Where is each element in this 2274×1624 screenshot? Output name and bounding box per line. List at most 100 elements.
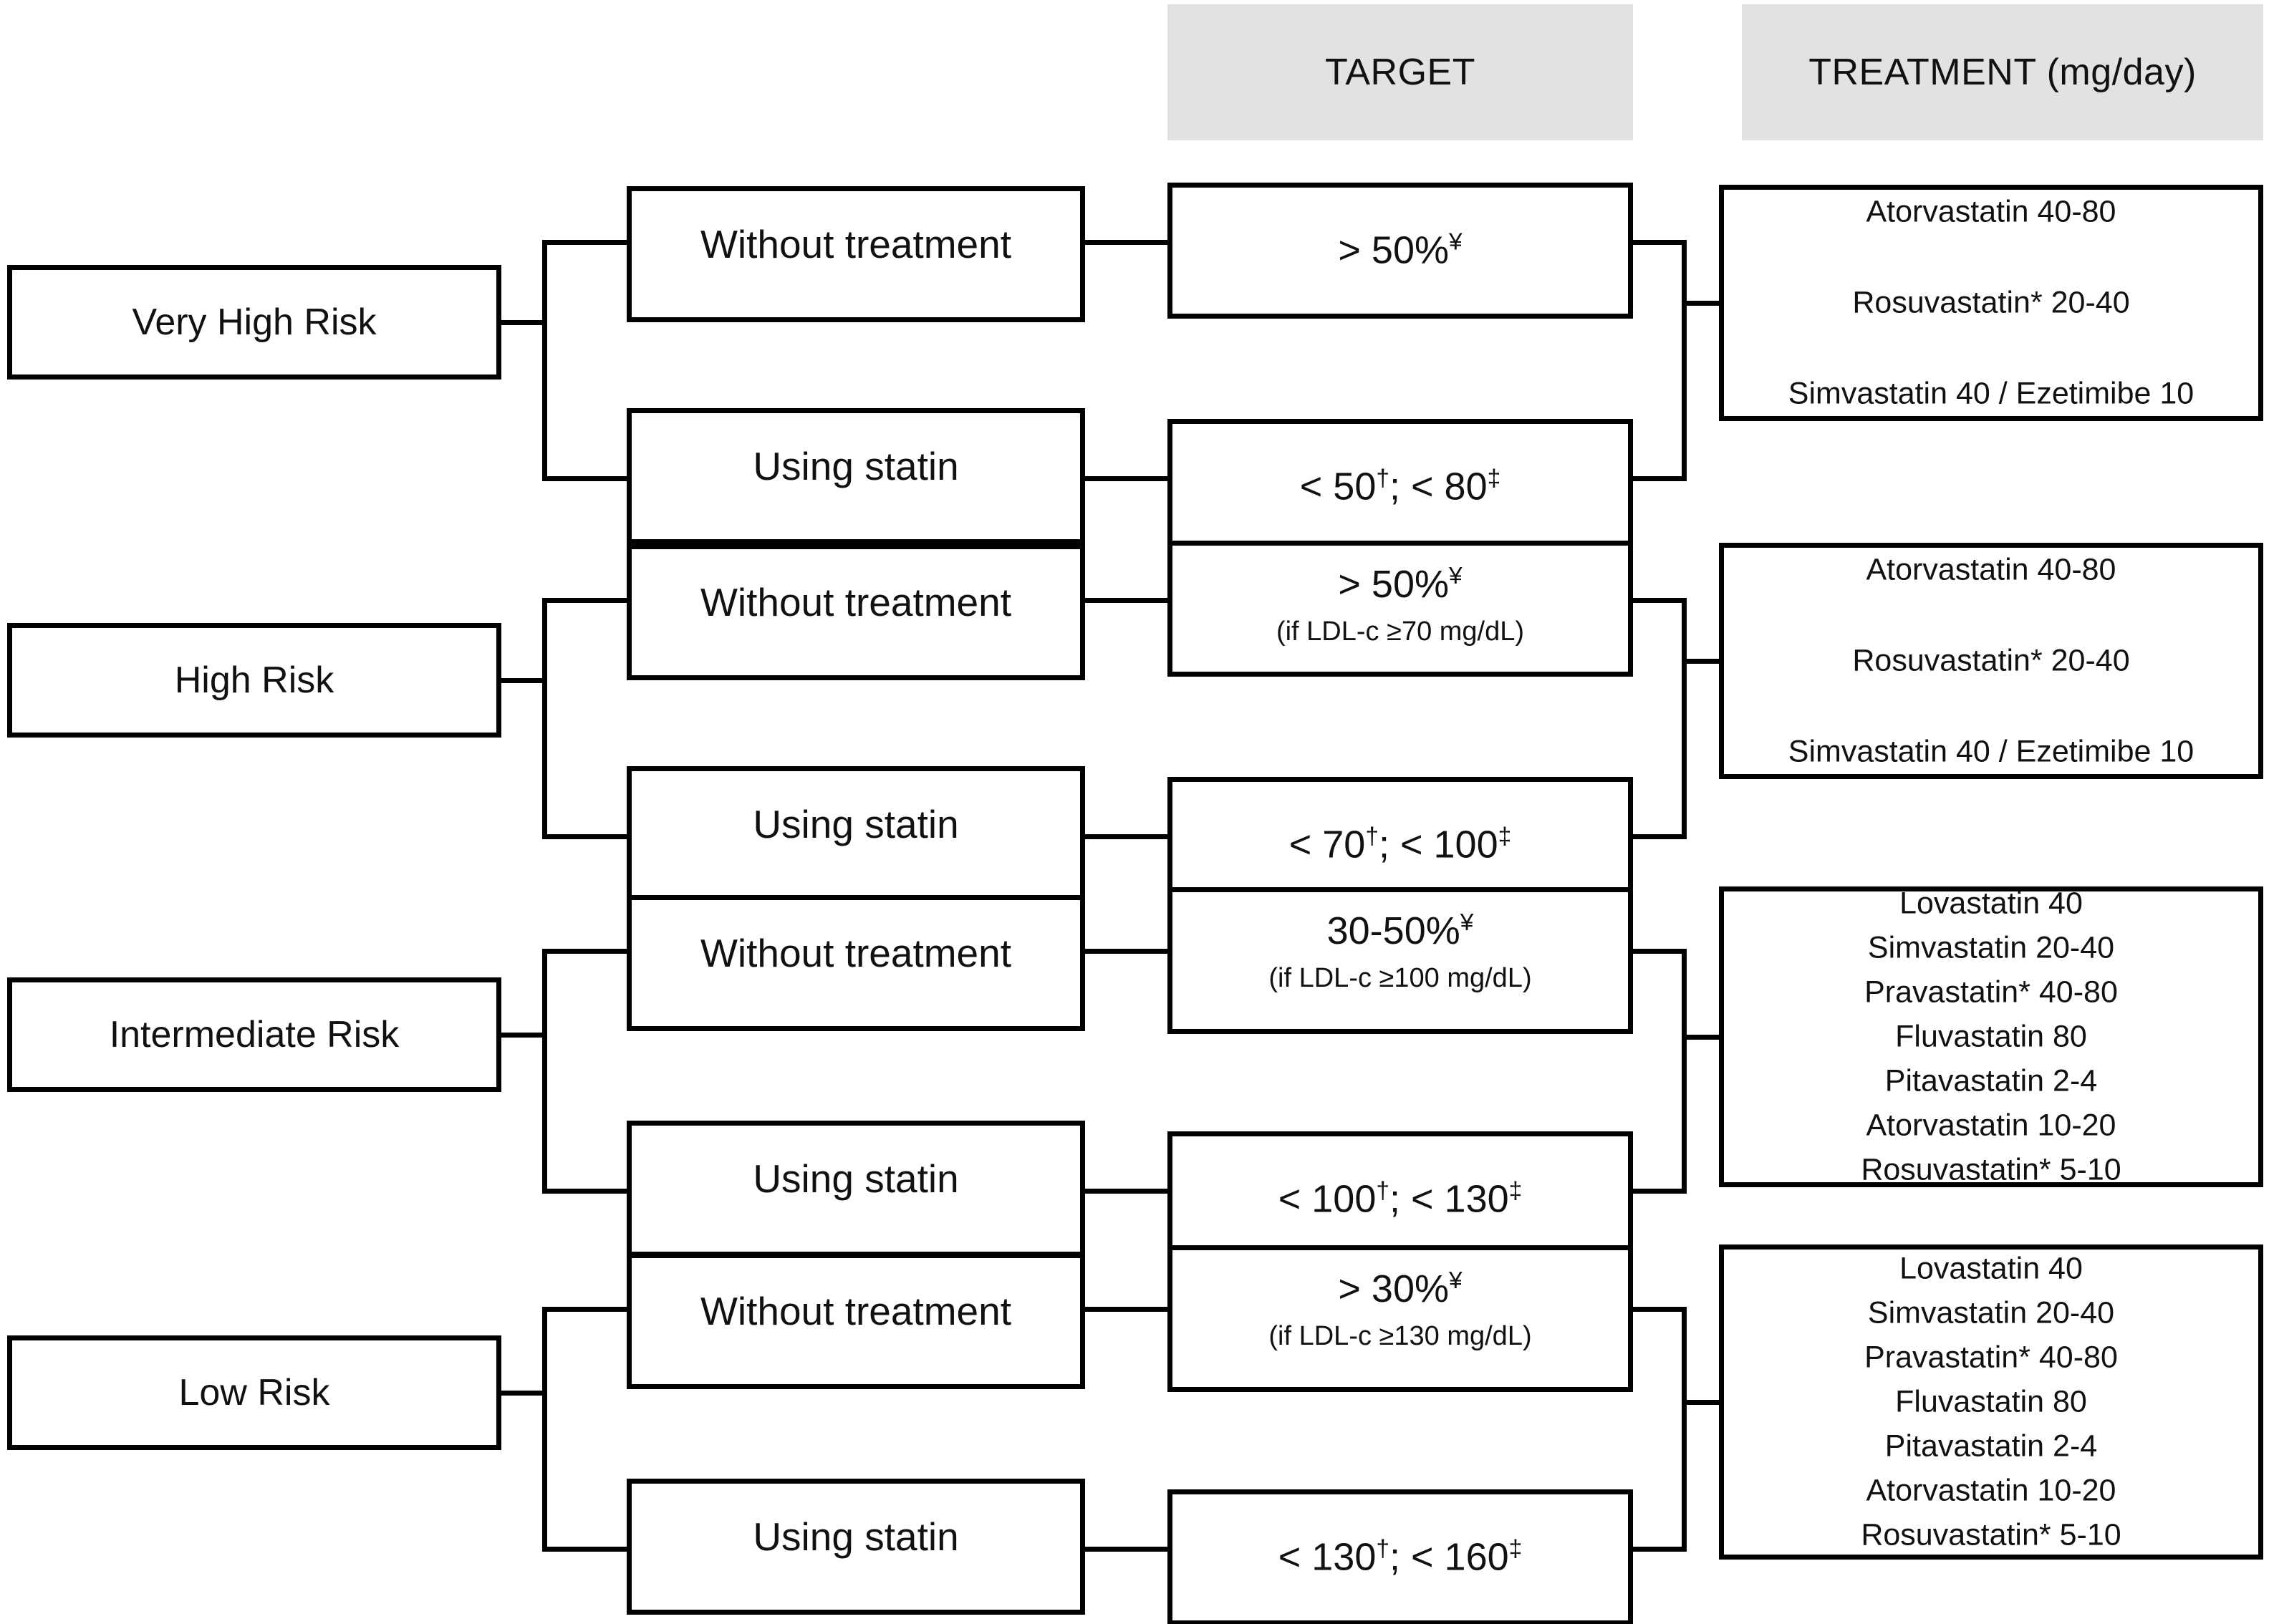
connector-left-arm-bottom bbox=[542, 1547, 627, 1552]
treatment-item: Pitavastatin 2-4 bbox=[1884, 1063, 2098, 1098]
connector-target-stem-top bbox=[1633, 240, 1687, 245]
branch-box-using-statin[interactable]: Using statin bbox=[627, 408, 1085, 544]
connector-right-spine bbox=[1682, 598, 1687, 834]
connector-target-stem-top bbox=[1633, 1307, 1687, 1312]
connector-left-arm-bottom bbox=[542, 476, 627, 481]
connector-target-stem-bottom bbox=[1633, 834, 1687, 839]
risk-box-4[interactable]: Low Risk bbox=[7, 1335, 501, 1450]
target-box-using-statin[interactable]: < 50†; < 80‡ bbox=[1167, 419, 1633, 555]
branch-box-without-treatment[interactable]: Without treatment bbox=[627, 544, 1085, 680]
connector-risk-stem bbox=[501, 678, 547, 683]
target-statin-sup-a: † bbox=[1376, 1535, 1389, 1562]
connector-spine-to-treatment bbox=[1682, 659, 1719, 664]
target-value-superscript: ¥ bbox=[1449, 1267, 1463, 1294]
target-statin-separator: ; bbox=[1389, 465, 1411, 508]
treatment-item: Fluvastatin 80 bbox=[1895, 1019, 2087, 1054]
target-statin-value-a: < 50 bbox=[1299, 465, 1377, 508]
target-statin-sup-b: ‡ bbox=[1487, 465, 1501, 492]
target-value-text: > 50% bbox=[1338, 228, 1449, 272]
target-without-treatment-content: > 30%¥(if LDL-c ≥130 mg/dL) bbox=[1172, 1269, 1628, 1352]
target-statin-value-a: < 130 bbox=[1278, 1535, 1377, 1579]
connector-branch-to-target-top bbox=[1085, 949, 1167, 954]
connector-left-arm-top bbox=[542, 598, 627, 603]
target-value-statin: < 70†; < 100‡ bbox=[1288, 823, 1512, 866]
target-using-statin-content: < 70†; < 100‡ bbox=[1172, 823, 1628, 866]
connector-left-arm-top bbox=[542, 1307, 627, 1312]
connector-branch-to-target-bottom bbox=[1085, 1547, 1167, 1552]
target-value-condition: (if LDL-c ≥100 mg/dL) bbox=[1268, 962, 1532, 993]
risk-box-2[interactable]: High Risk bbox=[7, 623, 501, 738]
target-box-without-treatment[interactable]: 30-50%¥ (if LDL-c ≥100 mg/dL) bbox=[1167, 887, 1633, 1034]
connector-spine-to-treatment bbox=[1682, 1400, 1719, 1405]
branch-box-without-treatment-label: Without treatment bbox=[700, 931, 1012, 975]
target-value-superscript: ¥ bbox=[1460, 909, 1474, 936]
branch-box-using-statin-label: Using statin bbox=[753, 802, 959, 846]
connector-branch-to-target-bottom bbox=[1085, 476, 1167, 481]
header-target: TARGET bbox=[1167, 4, 1633, 140]
target-statin-sup-b: ‡ bbox=[1508, 1535, 1523, 1562]
branch-box-using-statin-content: Using statin bbox=[632, 1156, 1080, 1202]
branch-box-without-treatment-content: Without treatment bbox=[632, 1288, 1080, 1334]
risk-label: Very High Risk bbox=[132, 301, 377, 343]
treatment-item: Simvastatin 40 / Ezetimibe 10 bbox=[1788, 376, 2194, 411]
connector-left-arm-top bbox=[542, 949, 627, 954]
target-value-main: > 30%¥ bbox=[1338, 1269, 1462, 1310]
target-without-treatment-content: > 50%¥ bbox=[1172, 228, 1628, 272]
treatment-item: Atorvastatin 40-80 bbox=[1866, 552, 2116, 587]
target-value-text: > 50% bbox=[1338, 563, 1449, 606]
target-without-treatment-content: > 50%¥(if LDL-c ≥70 mg/dL) bbox=[1172, 564, 1628, 647]
target-box-without-treatment[interactable]: > 50%¥(if LDL-c ≥70 mg/dL) bbox=[1167, 541, 1633, 677]
target-statin-value-b: < 100 bbox=[1399, 823, 1498, 866]
connector-risk-stem bbox=[501, 320, 547, 325]
branch-box-without-treatment-content: Without treatment bbox=[632, 221, 1080, 267]
treatment-item: Simvastatin 20-40 bbox=[1867, 930, 2115, 965]
risk-box-3[interactable]: Intermediate Risk bbox=[7, 977, 501, 1092]
target-statin-sup-a: † bbox=[1365, 823, 1379, 850]
branch-box-without-treatment-content: Without treatment bbox=[632, 930, 1080, 976]
branch-box-using-statin[interactable]: Using statin bbox=[627, 1121, 1085, 1257]
branch-box-without-treatment[interactable]: Without treatment bbox=[627, 186, 1085, 322]
target-box-without-treatment[interactable]: > 30%¥(if LDL-c ≥130 mg/dL) bbox=[1167, 1245, 1633, 1392]
target-value-main: 30-50%¥ bbox=[1327, 911, 1474, 952]
connector-left-spine bbox=[542, 949, 547, 1189]
connector-target-stem-top bbox=[1633, 598, 1687, 603]
branch-box-using-statin-label: Using statin bbox=[753, 1156, 959, 1201]
connector-left-spine bbox=[542, 1307, 547, 1547]
target-statin-value-b: < 80 bbox=[1411, 465, 1488, 508]
target-value-main: > 50%¥ bbox=[1338, 564, 1462, 605]
connector-right-spine bbox=[1682, 1307, 1687, 1547]
treatment-item: Atorvastatin 10-20 bbox=[1866, 1108, 2116, 1143]
branch-box-without-treatment-label: Without treatment bbox=[700, 1289, 1012, 1333]
risk-box-1[interactable]: Very High Risk bbox=[7, 265, 501, 380]
target-value-text: 30-50% bbox=[1326, 909, 1460, 952]
treatment-item: Lovastatin 40 bbox=[1899, 886, 2083, 921]
branch-box-using-statin-label: Using statin bbox=[753, 444, 959, 488]
connector-branch-to-target-bottom bbox=[1085, 834, 1167, 839]
target-without-treatment-content: 30-50%¥ (if LDL-c ≥100 mg/dL) bbox=[1172, 911, 1628, 994]
target-box-without-treatment[interactable]: > 50%¥ bbox=[1167, 183, 1633, 319]
target-statin-value-a: < 100 bbox=[1278, 1177, 1377, 1221]
target-statin-value-a: < 70 bbox=[1288, 823, 1366, 866]
risk-label: Intermediate Risk bbox=[109, 1014, 400, 1055]
treatment-item: Rosuvastatin* 20-40 bbox=[1852, 643, 2130, 678]
connector-branch-to-target-top bbox=[1085, 1307, 1167, 1312]
branch-box-using-statin[interactable]: Using statin bbox=[627, 1479, 1085, 1615]
target-value-superscript: ¥ bbox=[1449, 563, 1463, 589]
target-box-using-statin[interactable]: < 100†; < 130‡ bbox=[1167, 1131, 1633, 1267]
connector-target-stem-bottom bbox=[1633, 476, 1687, 481]
target-box-using-statin[interactable]: < 130†; < 160‡ bbox=[1167, 1489, 1633, 1624]
branch-box-using-statin[interactable]: Using statin bbox=[627, 766, 1085, 902]
target-statin-sup-b: ‡ bbox=[1498, 823, 1512, 850]
target-value-statin: < 100†; < 130‡ bbox=[1278, 1179, 1523, 1220]
risk-box-content: Low Risk bbox=[12, 1371, 496, 1414]
branch-box-without-treatment[interactable]: Without treatment bbox=[627, 895, 1085, 1031]
treatment-item: Rosuvastatin* 5-10 bbox=[1861, 1152, 2121, 1187]
branch-box-without-treatment[interactable]: Without treatment bbox=[627, 1253, 1085, 1389]
